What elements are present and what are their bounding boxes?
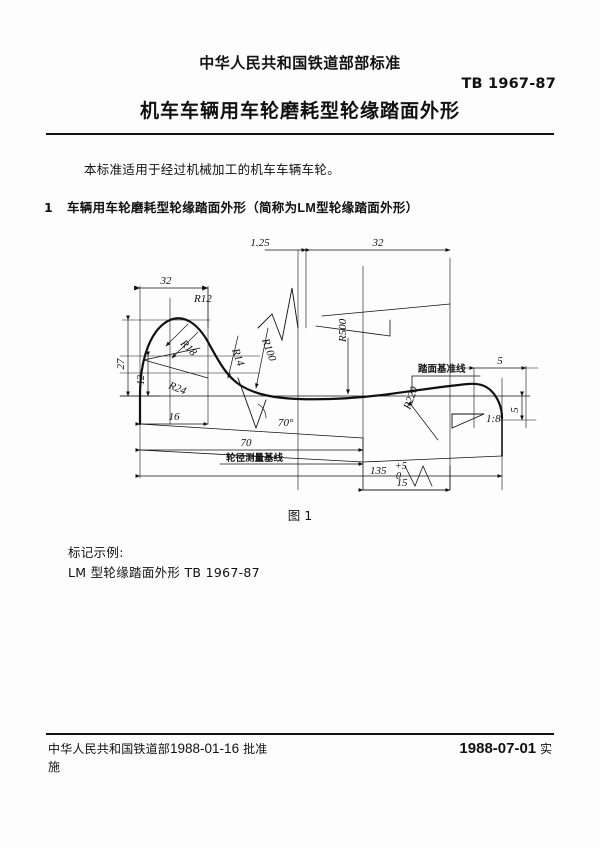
label-tread-datum-line: 踏面基准线 xyxy=(418,363,466,375)
radius-label-r18: R18 xyxy=(177,337,199,359)
marking-example-label: 标记示例: xyxy=(68,545,124,560)
dim-main-width-tol-upper: +5 xyxy=(395,461,407,472)
dim-top-right-width: 32 xyxy=(372,237,385,249)
scope-paragraph: 本标准适用于经过机械加工的机车车辆车轮。 xyxy=(84,162,341,177)
dim-inner-offset: 16 xyxy=(169,411,181,423)
footer-effective-word-continuation: 施 xyxy=(48,760,61,774)
footer-divider xyxy=(46,733,554,735)
radius-label-r220: R220 xyxy=(401,385,421,412)
footer-effective: 1988-07-01 实 xyxy=(459,740,552,757)
footer-approval: 中华人民共和国铁道部1988-01-16 批准 xyxy=(48,740,268,757)
radius-label-r14: R14 xyxy=(229,346,247,368)
page-title: 机车车辆用车轮磨耗型轮缘踏面外形 xyxy=(139,100,460,122)
radius-label-r12: R12 xyxy=(193,293,212,305)
standard-number: TB 1967-87 xyxy=(461,76,556,92)
footer-effective-word: 实 xyxy=(539,742,552,756)
radius-label-r24: R24 xyxy=(166,379,188,397)
dim-taper: 1:8 xyxy=(486,413,501,425)
wheel-profile-drawing: 32 1.25 32 27 12 16 70 70° 135 +5 0 15 5… xyxy=(60,228,548,500)
footer-issuer: 中华人民共和国铁道部 xyxy=(48,742,171,756)
dim-flange-height: 27 xyxy=(115,358,127,370)
standard-issuing-organization: 中华人民共和国铁道部部标准 xyxy=(199,54,401,72)
dim-chamfer-height: 5 xyxy=(509,407,521,413)
clause-1-number: 1 xyxy=(44,200,53,215)
dim-flange-angle: 70° xyxy=(278,417,294,429)
dim-inner-height: 12 xyxy=(136,375,147,385)
clause-1-text-a: 车辆用车轮磨耗型轮缘踏面外形（简称为 xyxy=(67,200,298,215)
footer-effective-date: 1988-07-01 xyxy=(459,740,537,757)
dim-outer-step: 15 xyxy=(397,477,409,489)
footer-approve-date: 1988-01-16 xyxy=(170,741,240,756)
dim-main-width: 135 xyxy=(370,465,387,477)
clause-1-lm-token: LM xyxy=(297,201,317,215)
figure-caption: 图 1 xyxy=(287,508,313,523)
dim-chamfer-width: 5 xyxy=(497,355,503,367)
clause-1-text-b: 型轮缘踏面外形） xyxy=(316,200,419,215)
wheel-profile-svg: 32 1.25 32 27 12 16 70 70° 135 +5 0 15 5… xyxy=(115,237,539,492)
dim-tread-length-70: 70 xyxy=(241,437,253,449)
dim-flange-tip-width: 1.25 xyxy=(250,237,270,249)
footer-approve-word: 批准 xyxy=(243,742,268,756)
dim-main-width-tol-lower: 0 xyxy=(396,471,401,482)
label-wheel-dia-measure-line: 轮径测量基线 xyxy=(226,452,284,464)
marking-example-value: LM 型轮缘踏面外形 TB 1967-87 xyxy=(68,565,260,580)
dim-top-left-width: 32 xyxy=(160,275,173,287)
clause-1-heading: 1 车辆用车轮磨耗型轮缘踏面外形（简称为LM型轮缘踏面外形） xyxy=(44,197,418,216)
radius-label-r500: R500 xyxy=(337,318,349,343)
header-divider xyxy=(46,133,554,135)
